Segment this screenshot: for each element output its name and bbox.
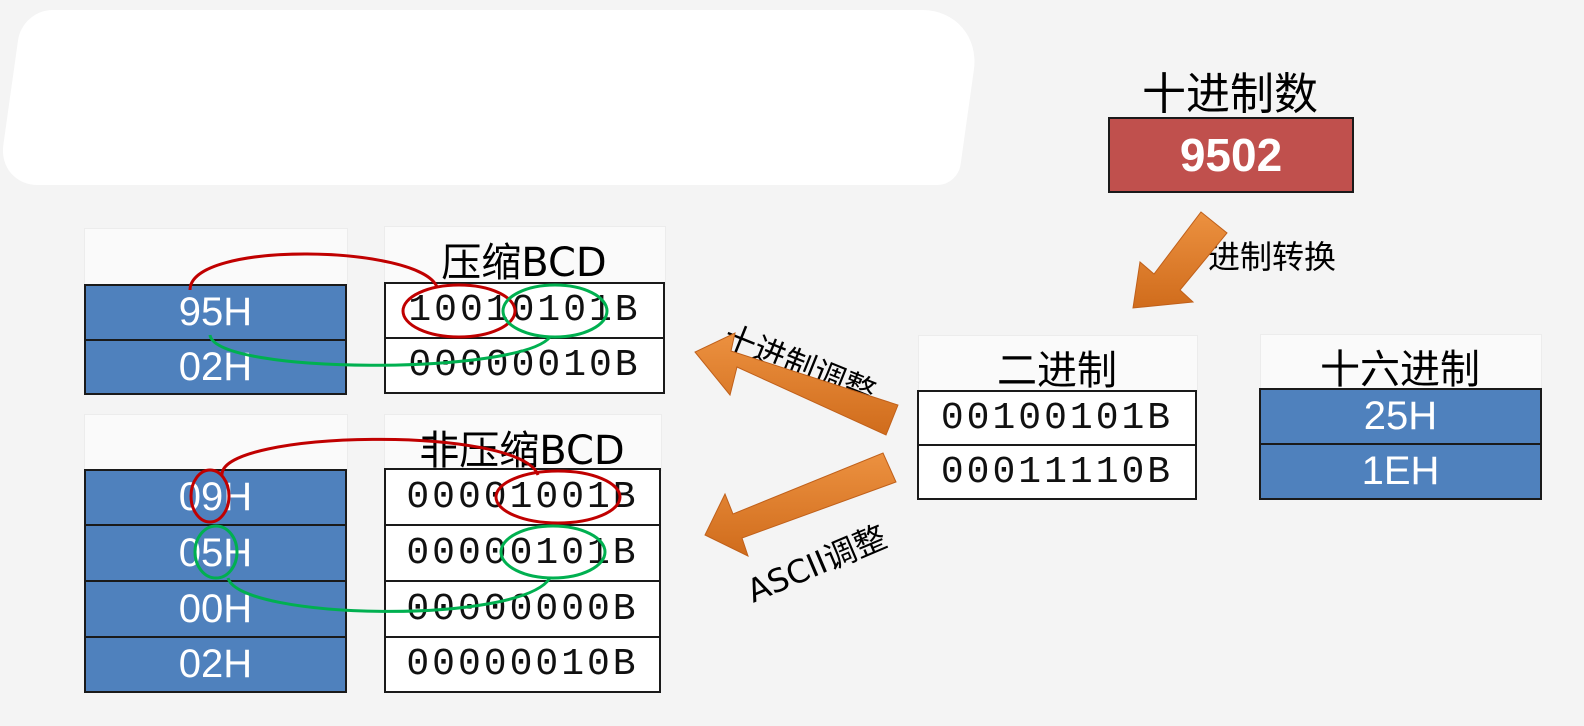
binary-header <box>918 335 1198 392</box>
packed-hex-header <box>84 228 348 285</box>
unpacked-bin-row: 00000101B <box>384 524 661 582</box>
unpacked-bin-row: 00000010B <box>384 636 661 693</box>
decimal-title: 十进制数 <box>1142 69 1318 120</box>
packed-bin-row: 00000010B <box>384 337 665 394</box>
background-brush <box>0 10 983 185</box>
binary-title: 二进制 <box>997 348 1117 394</box>
unpacked-hex-row: 00H <box>84 580 347 638</box>
conversion-label: 进制转换 <box>1208 238 1337 276</box>
ascii-adjust-label: ASCII调整 <box>741 517 892 611</box>
packed-bin-row: 10010101B <box>384 282 665 339</box>
hex-row: 25H <box>1259 388 1542 445</box>
binary-row: 00011110B <box>917 444 1197 500</box>
hex-title: 十六进制 <box>1320 347 1480 393</box>
unpacked-bin-row: 00000000B <box>384 580 661 638</box>
unpacked-hex-row: 05H <box>84 524 347 582</box>
unpacked-hex-row: 02H <box>84 636 347 693</box>
unpacked-hex-row: 09H <box>84 469 347 526</box>
decimal-value-box: 9502 <box>1108 117 1354 193</box>
packed-hex-row: 95H <box>84 284 347 341</box>
decimal-adjust-label: 十进制调整 <box>718 317 881 413</box>
packed-bcd-title: 压缩BCD <box>441 240 607 286</box>
unpacked-bin-row: 00001001B <box>384 468 661 526</box>
hex-row: 1EH <box>1259 443 1542 500</box>
packed-hex-row: 02H <box>84 339 347 395</box>
binary-row: 00100101B <box>917 390 1197 446</box>
unpacked-hex-header <box>84 414 348 471</box>
hex-header <box>1260 334 1542 391</box>
